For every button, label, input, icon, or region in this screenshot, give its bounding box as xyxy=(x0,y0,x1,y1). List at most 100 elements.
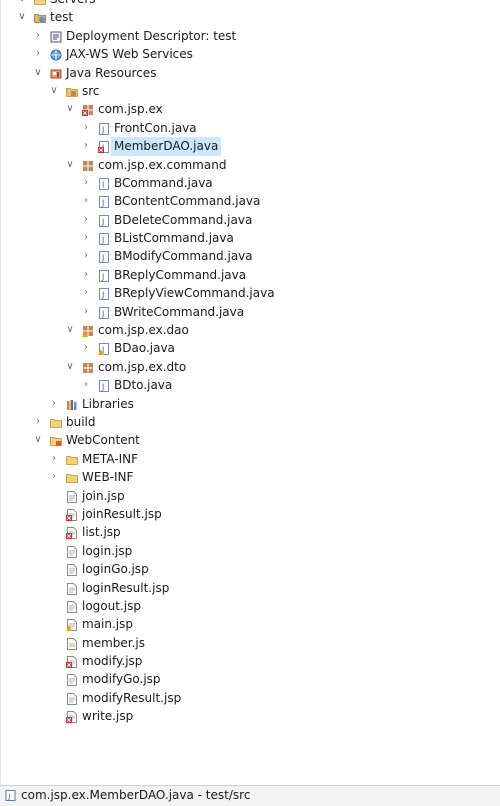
tree-item-label: Libraries xyxy=(82,396,134,411)
tree-item-label: login.jsp xyxy=(82,543,133,558)
tree-item-label: BDeleteCommand.java xyxy=(114,212,253,227)
chevron-right-icon[interactable]: › xyxy=(84,176,88,188)
folder-icon xyxy=(66,471,78,484)
folder-icon xyxy=(34,0,46,5)
tree-item[interactable]: modify.jsp xyxy=(0,652,500,670)
web-project-icon xyxy=(34,11,46,24)
chevron-right-icon[interactable]: › xyxy=(36,29,40,41)
chevron-right-icon[interactable]: › xyxy=(52,471,56,483)
chevron-down-icon[interactable]: ∨ xyxy=(66,360,74,372)
chevron-right-icon[interactable]: › xyxy=(84,268,88,280)
tree-item[interactable]: ∨ WebContent xyxy=(0,431,500,449)
chevron-down-icon[interactable]: ∨ xyxy=(34,434,42,446)
svg-text:J: J xyxy=(101,125,104,134)
package-error-icon xyxy=(82,103,94,117)
tree-item[interactable]: loginGo.jsp xyxy=(0,560,500,578)
tree-item[interactable]: login.jsp xyxy=(0,542,500,560)
chevron-right-icon[interactable]: › xyxy=(84,305,88,317)
jsp-file-icon xyxy=(66,673,78,687)
tree-item[interactable]: write.jsp xyxy=(0,707,500,725)
tree-item[interactable]: logout.jsp xyxy=(0,597,500,615)
tree-item[interactable]: ›JAX-WS Web Services xyxy=(0,45,500,63)
chevron-right-icon[interactable]: › xyxy=(84,140,88,152)
package-warning-icon xyxy=(82,324,94,338)
tree-item-label: logout.jsp xyxy=(82,598,141,613)
chevron-down-icon[interactable]: ∨ xyxy=(66,103,74,115)
tree-item[interactable]: ∨ com.jsp.ex.dao xyxy=(0,321,500,339)
tree-item[interactable]: loginResult.jsp xyxy=(0,579,500,597)
tree-item[interactable]: join.jsp xyxy=(0,487,500,505)
tree-item[interactable]: member.js xyxy=(0,634,500,652)
tree-item-label: BReplyCommand.java xyxy=(114,267,247,282)
tree-item[interactable]: › J BModifyCommand.java xyxy=(0,247,500,265)
tree-item[interactable]: ›JMemberDAO.java xyxy=(0,137,500,156)
chevron-right-icon[interactable]: › xyxy=(84,121,88,133)
tree-item[interactable]: modifyResult.jsp xyxy=(0,689,500,707)
tree-item[interactable]: › J BWriteCommand.java xyxy=(0,303,500,321)
chevron-right-icon[interactable]: › xyxy=(84,250,88,262)
tree-item-label: com.jsp.ex.dao xyxy=(98,323,189,338)
tree-item-label: BWriteCommand.java xyxy=(114,304,245,319)
tree-item-label: WebContent xyxy=(66,433,140,448)
chevron-right-icon[interactable]: › xyxy=(36,48,40,60)
tree-item[interactable]: ∨Servers xyxy=(0,0,500,8)
chevron-right-icon[interactable]: › xyxy=(84,342,88,354)
tree-item[interactable]: modifyGo.jsp xyxy=(0,670,500,688)
tree-item-label: Java Resources xyxy=(66,65,157,80)
tree-item[interactable]: main.jsp xyxy=(0,615,500,633)
status-text: com.jsp.ex.MemberDAO.java - test/src xyxy=(21,788,251,802)
chevron-right-icon[interactable]: › xyxy=(36,415,40,427)
chevron-down-icon[interactable]: ∨ xyxy=(34,66,42,78)
chevron-right-icon[interactable]: › xyxy=(84,287,88,299)
tree-item[interactable]: ∨com.jsp.ex.dto xyxy=(0,358,500,376)
js-file-icon xyxy=(66,637,78,650)
tree-item[interactable]: ∨ Java Resources xyxy=(0,64,500,82)
tree-item[interactable]: list.jsp xyxy=(0,523,500,541)
tree-item-label: BListCommand.java xyxy=(114,231,234,246)
tree-item[interactable]: ∨com.jsp.ex xyxy=(0,100,500,118)
chevron-right-icon[interactable]: › xyxy=(84,379,88,391)
chevron-right-icon[interactable]: › xyxy=(52,452,56,464)
tree-item[interactable]: ∨com.jsp.ex.command xyxy=(0,156,500,174)
chevron-right-icon[interactable]: › xyxy=(52,397,56,409)
tree-item[interactable]: › Libraries xyxy=(0,395,500,413)
chevron-down-icon[interactable]: ∨ xyxy=(66,158,74,170)
tree-item-label: META-INF xyxy=(82,451,139,466)
jsp-file-warning-icon xyxy=(66,618,78,632)
svg-text:J: J xyxy=(101,254,104,263)
chevron-right-icon[interactable]: › xyxy=(84,195,88,207)
chevron-down-icon[interactable]: ∨ xyxy=(16,0,28,8)
project-explorer-tree[interactable]: ∨Servers∨test›Deployment Descriptor: tes… xyxy=(0,0,500,726)
svg-text:I: I xyxy=(102,180,104,189)
jsp-file-error-icon xyxy=(66,526,78,540)
chevron-down-icon[interactable]: ∨ xyxy=(66,324,74,336)
tree-item[interactable]: ∨src xyxy=(0,82,500,100)
tree-item-label: BModifyCommand.java xyxy=(114,249,253,264)
chevron-right-icon[interactable]: › xyxy=(84,232,88,244)
tree-item[interactable]: joinResult.jsp xyxy=(0,505,500,523)
java-file-icon: J xyxy=(98,306,110,319)
chevron-down-icon[interactable]: ∨ xyxy=(50,84,58,96)
tree-item[interactable]: › META-INF xyxy=(0,450,500,468)
java-file-warning-icon: J xyxy=(98,342,110,356)
tree-item-label: build xyxy=(66,414,96,429)
tree-item[interactable]: › build xyxy=(0,413,500,431)
svg-text:J: J xyxy=(101,309,104,318)
java-file-icon: J xyxy=(98,250,110,264)
svg-text:J: J xyxy=(101,291,104,300)
tree-item[interactable]: ›Deployment Descriptor: test xyxy=(0,27,500,45)
chevron-right-icon[interactable]: › xyxy=(84,213,88,225)
chevron-down-icon[interactable]: ∨ xyxy=(18,11,26,23)
libraries-icon xyxy=(66,398,78,410)
tree-item[interactable]: ›WEB-INF xyxy=(0,468,500,486)
tree-item[interactable]: ∨test xyxy=(0,8,500,26)
